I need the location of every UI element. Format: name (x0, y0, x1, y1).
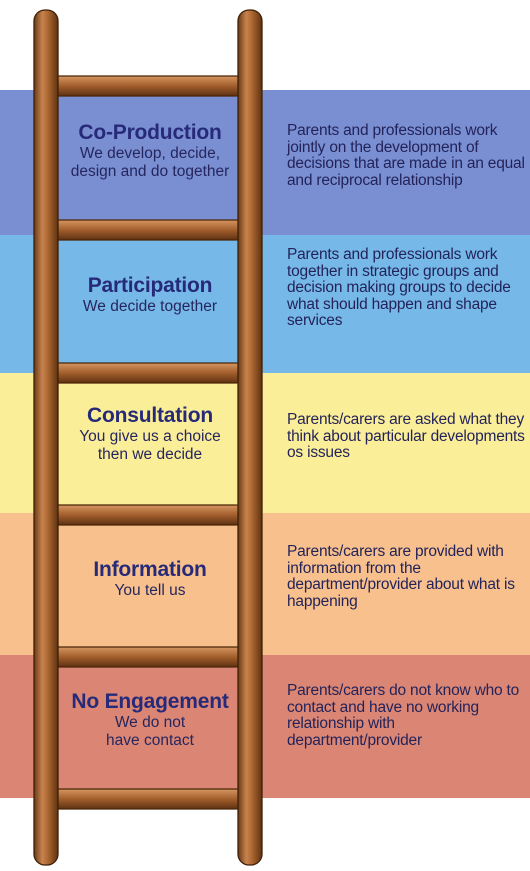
no-engagement-title: No Engagement (71, 690, 229, 713)
consultation-subtitle: You give us a choice then we decide (79, 428, 221, 463)
band-co-production: Parents and professionals work jointly o… (0, 90, 530, 235)
participation-subtitle: We decide together (82, 298, 218, 315)
ladder-rungs (47, 75, 247, 810)
left-rail (33, 9, 59, 866)
rung-5 (47, 646, 247, 668)
no-engagement-subtitle: We do not have contact (106, 714, 194, 749)
band-no-engagement: Parents/carers do not know who to contac… (0, 655, 530, 798)
rung-2 (47, 219, 247, 241)
rung-6 (47, 788, 247, 810)
co-production-description: Parents and professionals work jointly o… (287, 122, 525, 189)
rung-3 (47, 362, 247, 384)
ladder-rails (33, 9, 263, 866)
band-consultation: Parents/carers are asked what they think… (0, 373, 530, 513)
rung-4 (47, 504, 247, 526)
participation-title: Participation (87, 274, 213, 297)
co-production-title: Co-Production (78, 121, 222, 144)
right-rail (237, 9, 263, 866)
information-label: Information You tell us (58, 558, 242, 600)
band-information: Parents/carers are provided with informa… (0, 513, 530, 655)
co-production-label: Co-Production We develop, decide, design… (58, 121, 242, 181)
no-engagement-description: Parents/carers do not know who to contac… (287, 682, 520, 749)
consultation-label: Consultation You give us a choice then w… (58, 404, 242, 464)
participation-label: Participation We decide together (58, 274, 242, 316)
no-engagement-label: No Engagement We do not have contact (58, 690, 242, 750)
information-description: Parents/carers are provided with informa… (287, 543, 515, 610)
consultation-description: Parents/carers are asked what they think… (287, 411, 525, 461)
information-subtitle: You tell us (114, 582, 186, 599)
participation-description: Parents and professionals work together … (287, 246, 511, 329)
co-production-subtitle: We develop, decide, design and do togeth… (70, 145, 230, 180)
band-participation: Parents and professionals work together … (0, 235, 530, 373)
consultation-title: Consultation (87, 404, 213, 427)
rung-1 (47, 75, 247, 97)
information-title: Information (93, 558, 207, 581)
